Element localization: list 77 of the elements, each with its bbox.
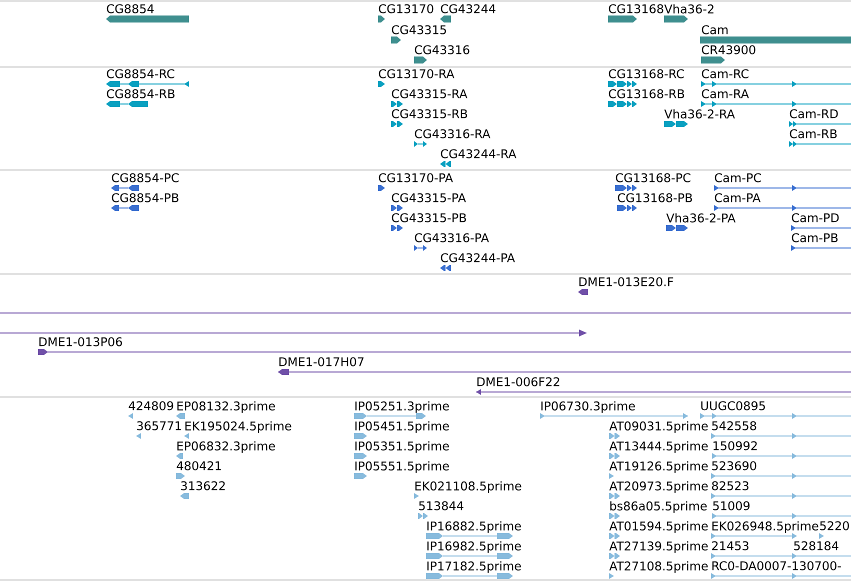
feature-label: AT20973.5prime [609,481,708,493]
feature-label: 82523 [712,481,748,490]
feature-label: EP08132.3prime [177,401,275,413]
feature-label: CG13168-RB [608,89,684,98]
feature-label: DME1-017H07 [279,357,364,366]
feature-label: IP16882.5prime [427,521,521,533]
feature-label: EK021108.5prime [415,481,522,493]
feature-label: bs86a05.5prime [610,501,707,513]
feature-label: Cam-PB [792,233,838,242]
feature-label: IP06730.3prime [541,401,635,413]
feature-label: Cam-PD [792,213,839,222]
feature-label: CG43315 [392,25,446,34]
feature-label: 150992 [714,441,757,450]
feature-label: AT13444.5prime [609,441,708,453]
feature-label: UUGC0895 [701,401,765,410]
feature-label: 528184 [794,541,838,550]
feature-label: 424809 [128,401,174,410]
feature-label: CR43900 [702,45,756,54]
feature-label: Cam-RB [790,129,837,138]
feature-label: 523690 [712,461,756,470]
feature-label: AT01594.5prime [609,521,708,533]
feature-label: CG43316 [414,45,470,54]
feature-label: 365771 [137,421,181,430]
feature-label: AT09031.5prime [609,421,708,433]
feature-label: CG8854-RB [106,89,174,98]
feature-label: CG43315-RA [392,89,468,98]
feature-label: CG43315-RB [392,109,468,118]
feature-label: DME1-013P06 [39,337,122,346]
feature-label: IP05451.5prime [355,421,449,433]
feature-label: Vha36-2 [664,4,714,14]
feature-label: CG13170-PA [378,173,453,182]
feature-label: Cam-PC [714,173,761,182]
feature-label: RC0-DA0007-130700- [712,561,841,570]
feature-label: CG43316-PA [414,233,489,242]
feature-label: IP17182.5prime [427,561,521,573]
feature-label: IP05251.3prime [355,401,449,413]
feature-label: CG13168-RC [608,69,684,78]
feature-label: CG8854 [106,4,154,14]
feature-label: CG13168-PB [618,193,692,202]
feature-label: CG13170 [378,4,434,14]
feature-label: Cam-RA [702,89,749,98]
feature-label: 313622 [181,481,225,490]
feature-label: CG43315-PB [392,213,466,222]
feature-label: IP16982.5prime [427,541,521,553]
feature-label: AT27108.5prime [609,561,708,573]
feature-label: 21453 [712,541,748,550]
feature-label: CG8854-RC [106,69,174,78]
feature-label: CG13170-RA [378,69,454,78]
feature-label: Cam-RC [702,69,748,78]
feature-label: 542558 [712,421,756,430]
feature-label: CG8854-PB [112,193,178,202]
feature-label: AT27139.5prime [609,541,708,553]
feature-label: 5220 [820,521,849,530]
feature-label: CG8854-PC [112,173,179,182]
feature-label: EK195024.5prime [185,421,292,433]
feature-label: CG13168 [608,4,664,14]
feature-label: EP06832.3prime [177,441,275,453]
feature-label: IP05551.5prime [355,461,449,473]
feature-label: AT19126.5prime [609,461,708,473]
feature-label: DME1-013E20.F [579,277,674,286]
feature-label: CG43316-RA [414,129,490,138]
feature-label: DME1-006F22 [477,377,560,386]
feature-label: CG43244 [440,4,496,14]
feature-label: CG43244-RA [440,149,516,158]
feature-label: Vha36-2-PA [666,213,736,222]
feature-label: 480421 [176,461,221,470]
feature-label: IP05351.5prime [355,441,449,453]
feature-label: 513844 [419,501,464,510]
feature-label: CG43244-PA [440,253,515,262]
feature-label: Cam-RD [790,109,838,118]
feature-label: EK026948.5prime [712,521,818,533]
feature-label: Vha36-2-RA [664,109,735,118]
feature-label: Cam [702,25,728,34]
feature-label: CG13168-PC [616,173,690,182]
feature-label: CG43315-PA [392,193,466,202]
feature-label: 51009 [713,501,750,510]
feature-label: Cam-PA [714,193,761,202]
